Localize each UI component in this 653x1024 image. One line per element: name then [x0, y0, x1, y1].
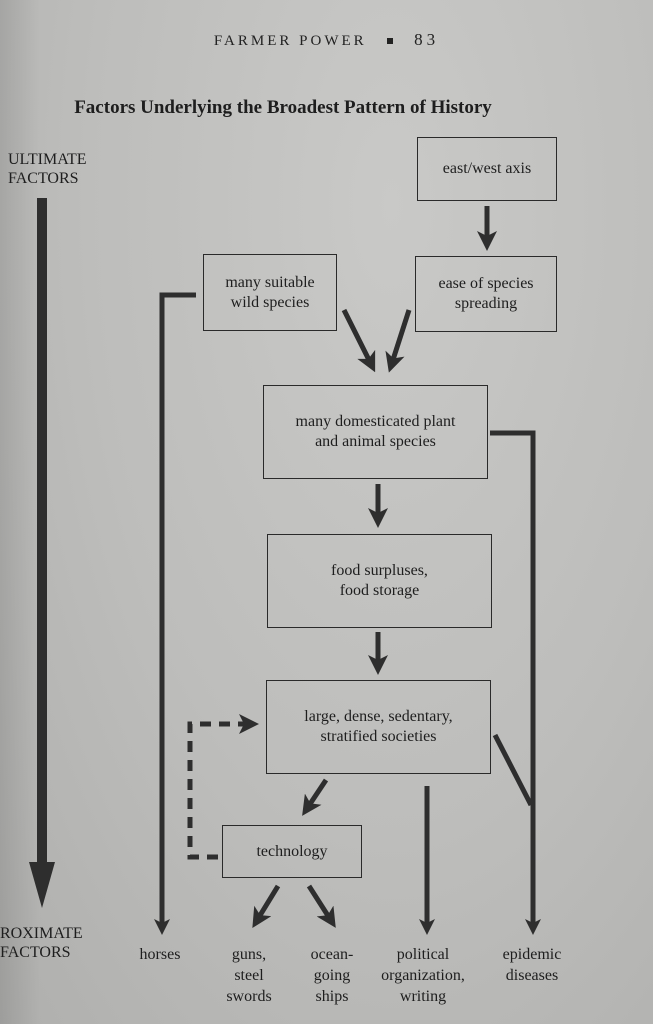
box-many-domesticated-species: many domesticated plant and animal speci… — [263, 385, 488, 479]
arrow-societies-to-technology — [302, 778, 329, 816]
box-food-surpluses: food surpluses, food storage — [267, 534, 492, 628]
box-east-west-axis: east/west axis — [417, 137, 557, 201]
arrow-spreading-to-domesticated — [385, 309, 412, 373]
arrow-domesticated-to-epidemic — [490, 430, 542, 935]
figure-title: Factors Underlying the Broadest Pattern … — [74, 97, 492, 118]
box-ease-of-species-spreading: ease of species spreading — [415, 256, 557, 332]
separator-square-icon — [387, 37, 394, 44]
page-number: 83 — [414, 30, 440, 49]
arrow-technology-to-ships — [306, 884, 336, 928]
outcome-ocean-going-ships: ocean- going ships — [310, 946, 354, 1005]
chapter-title: FARMER POWER — [213, 33, 367, 49]
outcome-horses: horses — [139, 946, 181, 963]
outcome-political-organization: political organization, writing — [381, 946, 465, 1005]
proximate-factors-label: ROXIMATE FACTORS — [0, 925, 83, 961]
ultimate-factors-label: ULTIMATE FACTORS — [8, 151, 87, 187]
arrow-technology-to-guns — [252, 884, 281, 928]
outcome-guns-steel-swords: guns, steel swords — [226, 946, 272, 1005]
arrow-wild-species-to-horses — [154, 292, 196, 935]
box-many-suitable-wild-species: many suitable wild species — [203, 254, 337, 331]
box-technology: technology — [222, 825, 362, 878]
connector-societies-to-epidemic — [492, 733, 534, 807]
ultimate-to-proximate-arrow — [29, 198, 55, 908]
running-head: FARMER POWER 83 — [0, 30, 653, 50]
box-large-dense-societies: large, dense, sedentary, stratified soci… — [266, 680, 491, 774]
dashed-arrow-technology-to-societies — [187, 714, 260, 860]
outcome-epidemic-diseases: epidemic diseases — [502, 946, 562, 984]
arrow-wild-to-domesticated — [341, 308, 376, 373]
